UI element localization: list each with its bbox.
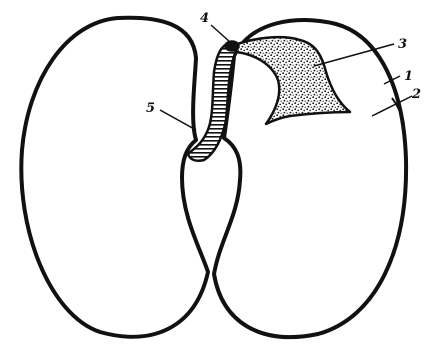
label-plumule: 3 xyxy=(398,37,407,52)
radicle-tip-shape xyxy=(225,41,239,51)
leader-line-4 xyxy=(211,25,230,42)
leader-line-5 xyxy=(160,110,196,130)
label-hypocotyl: 5 xyxy=(146,101,155,116)
plumule-shape xyxy=(232,37,350,124)
label-seed-coat: 2 xyxy=(411,87,421,102)
label-radicle-tip: 4 xyxy=(200,11,209,26)
label-cotyledon: 1 xyxy=(404,69,413,84)
left-cotyledon xyxy=(21,18,208,337)
